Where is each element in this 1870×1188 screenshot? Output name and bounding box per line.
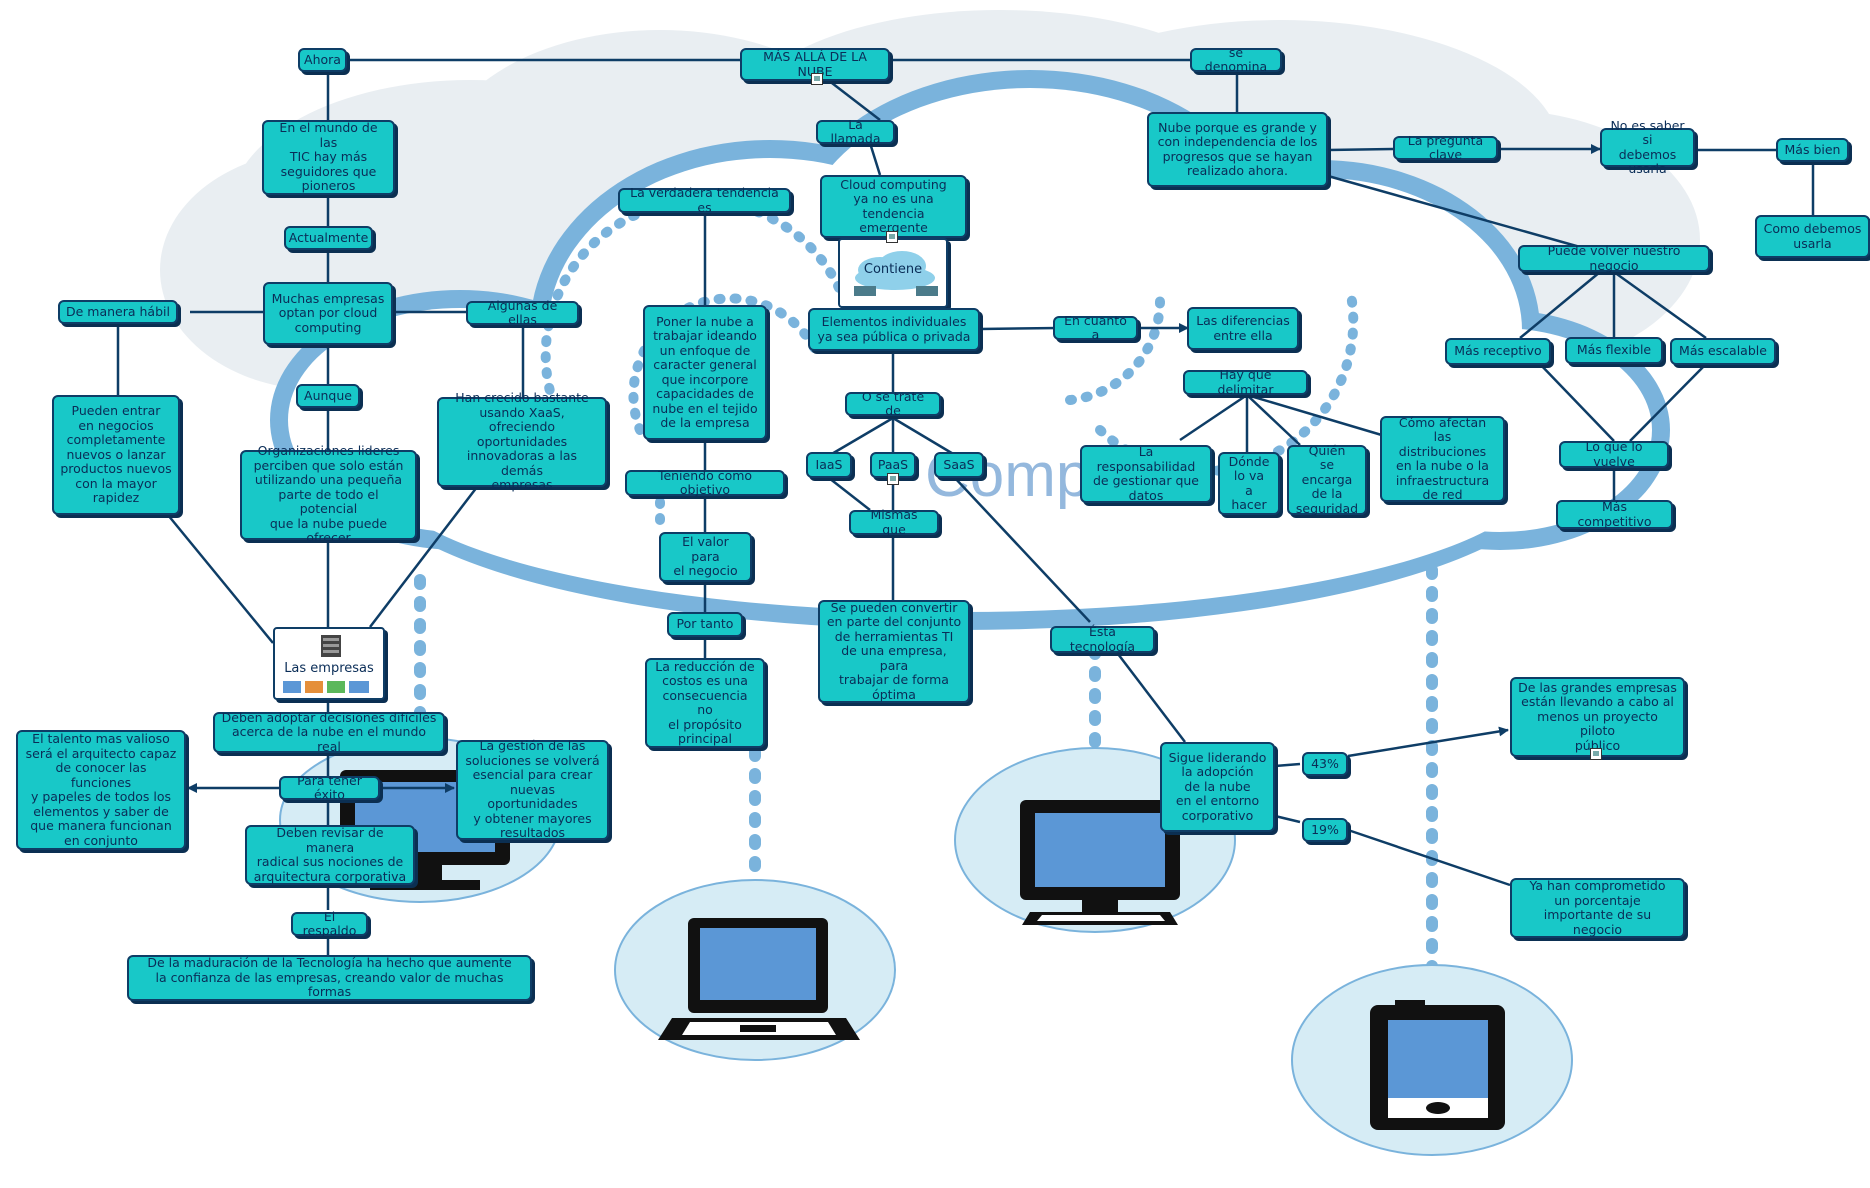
node-lo-que-lo-vuelve[interactable]: Lo que lo vuelve [1559, 439, 1669, 468]
node-saas[interactable]: SaaS [934, 452, 984, 478]
node-se-denomina[interactable]: se denomina [1190, 45, 1282, 74]
node-mas-receptivo[interactable]: Más receptivo [1445, 338, 1551, 365]
node-mas-flexible[interactable]: Más flexible [1565, 337, 1663, 364]
laptop-icon [658, 918, 860, 1040]
image-contiene[interactable]: Contiene [838, 238, 948, 308]
node-en-cuanto-a[interactable]: En cuanto a [1053, 313, 1138, 342]
node-la-reduccion[interactable]: La reducción de costos es una consecuenc… [645, 658, 765, 748]
node-cloud-computing[interactable]: Cloud computing ya no es una tendencia e… [820, 175, 967, 238]
node-ya-han[interactable]: Ya han comprometido un porcentaje import… [1510, 878, 1685, 938]
node-hay-que-delimitar[interactable]: Hay que delimitar [1183, 367, 1308, 396]
node-pregunta-clave[interactable]: La pregunta clave [1393, 133, 1498, 162]
node-han-crecido[interactable]: Han crecido bastante usando XaaS, ofreci… [437, 391, 607, 492]
image-contiene-label: Contiene [863, 262, 923, 277]
node-paas[interactable]: PaaS [870, 452, 916, 478]
node-el-valor[interactable]: El valor para el negocio [659, 532, 752, 582]
node-mundo-tic[interactable]: En el mundo de las TIC hay más seguidore… [262, 120, 395, 195]
picture-icon[interactable] [887, 473, 899, 485]
node-como-debemos[interactable]: Como debemos usarla [1755, 215, 1870, 258]
node-mas-competitivo[interactable]: Más competitivo [1556, 499, 1673, 529]
node-donde-va[interactable]: Dónde lo va a hacer [1218, 452, 1280, 515]
node-actualmente[interactable]: Actualmente [284, 226, 373, 250]
computer-monitor-icon-right [1020, 800, 1180, 925]
node-las-diferencias[interactable]: Las diferencias entre ella [1187, 307, 1299, 350]
node-de-manera-habil[interactable]: De manera hábil [58, 300, 178, 324]
picture-icon[interactable] [1590, 748, 1602, 760]
node-muchas-empresas[interactable]: Muchas empresas optan por cloud computin… [263, 282, 393, 345]
node-teniendo-como-objetivo[interactable]: Teniendo como objetivo [625, 468, 785, 497]
image-las-empresas[interactable]: Las empresas [273, 627, 385, 700]
node-quien-encarga[interactable]: Quién se encarga de la seguridad [1287, 443, 1367, 516]
node-grandes-empresas[interactable]: De las grandes empresas están llevando a… [1510, 677, 1685, 757]
node-mismas-que[interactable]: Mismas que [849, 507, 939, 536]
node-pct-43[interactable]: 43% [1302, 752, 1348, 776]
node-el-respaldo[interactable]: El respaldo [291, 909, 368, 938]
node-mas-bien[interactable]: Más bien [1776, 138, 1849, 162]
tablet-icon [1370, 1000, 1505, 1130]
node-deben-revisar[interactable]: Deben revisar de manera radical sus noci… [245, 825, 415, 885]
node-para-tener-exito[interactable]: Para tener éxito [279, 773, 380, 802]
picture-icon[interactable] [886, 231, 898, 243]
image-las-empresas-label: Las empresas [284, 661, 374, 676]
node-nube-porque[interactable]: Nube porque es grande y con independenci… [1147, 112, 1328, 187]
picture-icon[interactable] [811, 73, 823, 85]
node-la-gestion[interactable]: La gestión de las soluciones se volverá … [456, 739, 609, 840]
node-responsabilidad[interactable]: La responsabilidad de gestionar que dato… [1080, 444, 1212, 503]
node-se-pueden-convertir[interactable]: Se pueden convertir en parte del conjunt… [818, 600, 970, 703]
node-iaas[interactable]: IaaS [806, 452, 852, 478]
node-pueden-entrar[interactable]: Pueden entrar en negocios completamente … [52, 395, 180, 515]
node-la-llamada[interactable]: La llamada [816, 117, 895, 146]
node-ahora[interactable]: Ahora [298, 48, 347, 72]
node-el-talento[interactable]: El talento mas valioso será el arquitect… [16, 730, 186, 850]
node-mas-escalable[interactable]: Más escalable [1670, 338, 1776, 365]
node-de-la-maduracion[interactable]: De la maduración de la Tecnología ha hec… [127, 955, 532, 1001]
node-por-tanto[interactable]: Por tanto [667, 612, 743, 637]
node-verdadera-tendencia[interactable]: La verdadera tendencia es [618, 185, 791, 214]
node-aunque[interactable]: Aunque [296, 384, 360, 408]
node-organizaciones[interactable]: Organizaciones lideres perciben que solo… [240, 444, 417, 545]
node-poner-la-nube[interactable]: Poner la nube a trabajar ideando un enfo… [643, 305, 767, 440]
cloud-icon [854, 251, 938, 296]
node-sigue-liderando[interactable]: Sigue liderando la adopción de la nube e… [1160, 742, 1275, 832]
node-o-se-trate-de[interactable]: O se trate de [845, 389, 941, 418]
node-pct-19[interactable]: 19% [1302, 818, 1348, 842]
node-como-afectan[interactable]: Cómo afectan las distribuciones en la nu… [1380, 415, 1505, 502]
node-puede-volver[interactable]: Puede volver nuestro negocio [1518, 243, 1710, 272]
node-no-es-saber[interactable]: No es saber si debemos usarla [1600, 118, 1695, 176]
node-algunas-de-ellas[interactable]: Algunas de ellas [466, 298, 579, 327]
node-deben-adoptar[interactable]: Deben adoptar decisiones difíciles acerc… [213, 710, 445, 754]
node-elementos-individuales[interactable]: Elementos individuales ya sea pública o … [808, 308, 980, 351]
server-stack-icon [283, 635, 369, 693]
node-esta-tecnologia[interactable]: Ésta tecnología [1050, 624, 1155, 653]
